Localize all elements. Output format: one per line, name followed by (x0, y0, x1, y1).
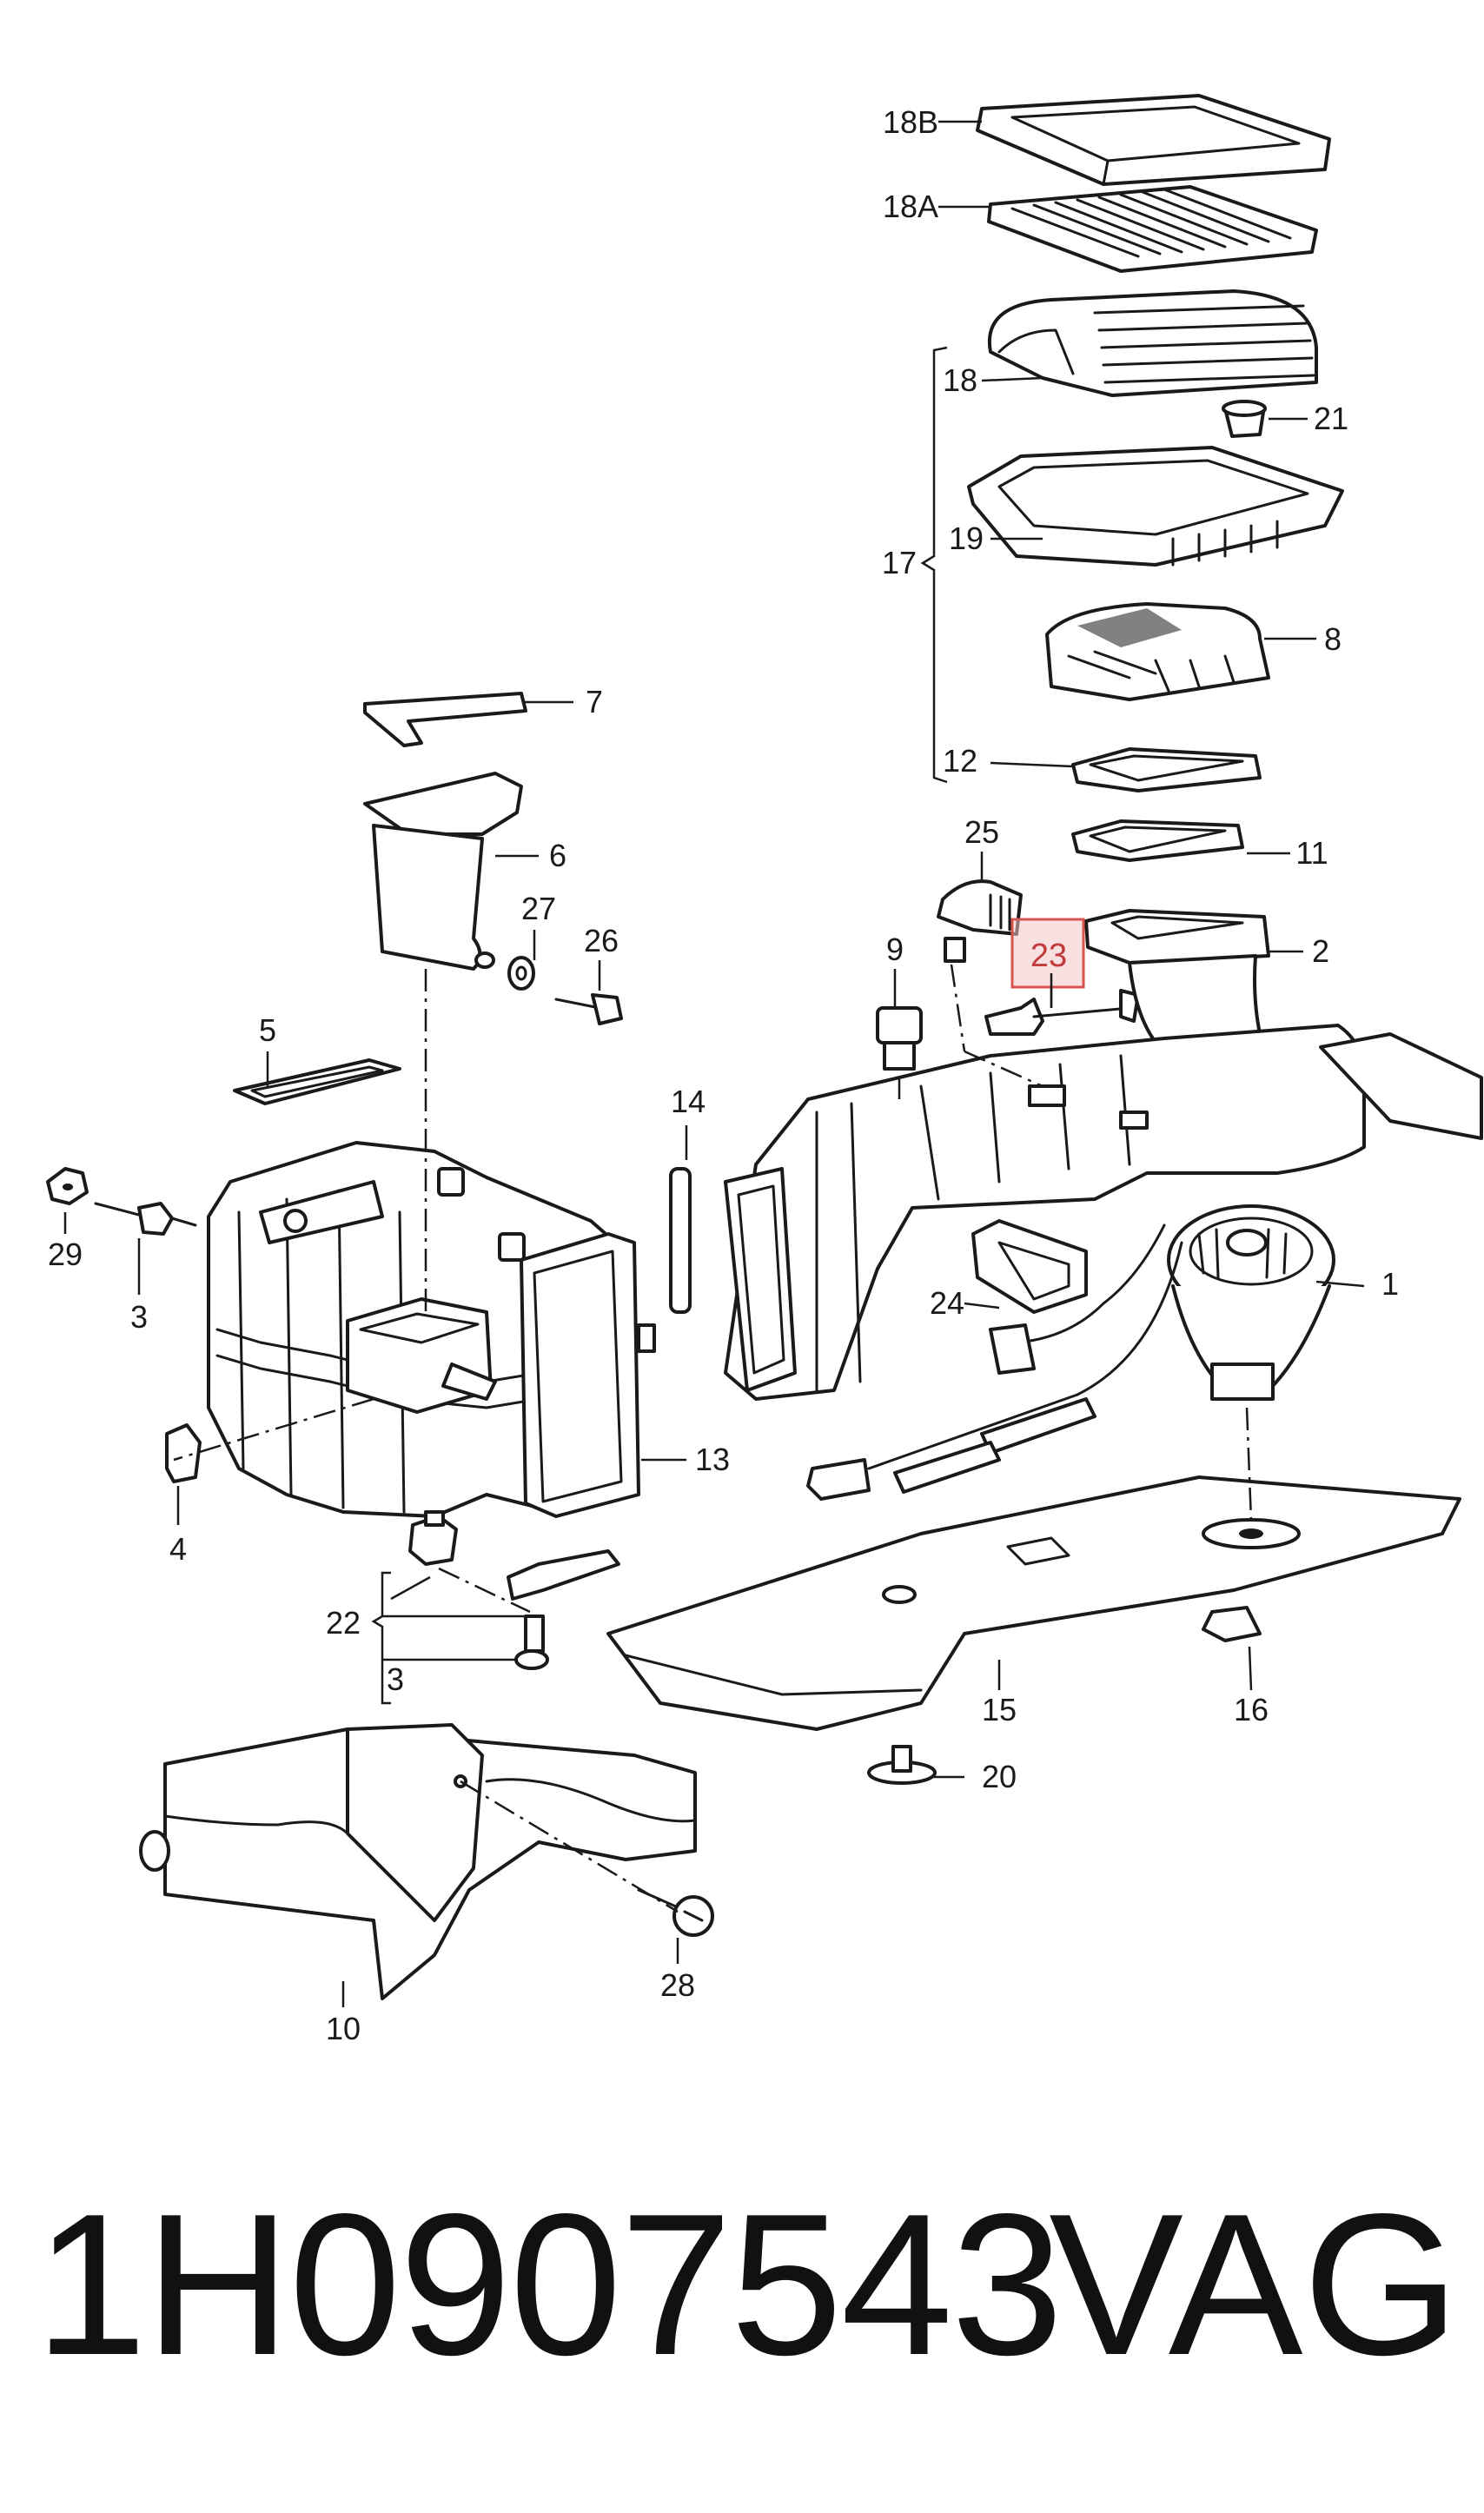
callout-19: 19 (949, 521, 984, 556)
part-1-blower-motor (1167, 1204, 1335, 1401)
callout-1: 1 (1381, 1266, 1399, 1302)
callout-13: 13 (695, 1442, 730, 1477)
part-11-gasket (1071, 819, 1244, 862)
callout-2: 2 (1312, 933, 1329, 969)
group-brackets (371, 346, 948, 1705)
part-10-rear-footwell-duct (139, 1723, 697, 2000)
callout-10: 10 (326, 2011, 361, 2046)
callout-18: 18 (943, 362, 977, 398)
callout-18a: 18A (883, 189, 938, 224)
part-13-front-frame (520, 1232, 656, 1518)
part-24-series-resistor (971, 1219, 1088, 1314)
callout-15: 15 (982, 1692, 1017, 1727)
part-12-gasket (1071, 747, 1262, 792)
part-5-gasket (233, 1058, 401, 1105)
part-8-grille (1045, 602, 1270, 701)
callout-12: 12 (943, 743, 977, 779)
part-18a-pollen-filter (987, 185, 1318, 273)
callout-18b: 18B (883, 104, 938, 140)
part-18-intake-cover (987, 289, 1318, 397)
callout-24: 24 (930, 1285, 964, 1321)
part-20-fastener (867, 1745, 937, 1785)
callout-8: 8 (1324, 621, 1342, 657)
callout-6: 6 (549, 838, 566, 873)
part-15-floor-duct (606, 1475, 1461, 1731)
part-14-foam-strip (669, 1167, 692, 1314)
callout-23: 23 (1030, 938, 1067, 974)
highlight-part-23: 23 (1010, 918, 1085, 1008)
assembly-lines (173, 964, 1253, 1913)
part-heater-box (207, 1141, 627, 1518)
part-23-flap-servo (984, 989, 1140, 1036)
part-18b-filter-frame (976, 94, 1331, 186)
part-16-clip (1202, 1606, 1262, 1642)
part-4-clip (165, 1423, 202, 1483)
callout-11: 11 (1295, 835, 1328, 871)
part-28-screw (637, 1888, 714, 1937)
callout-5: 5 (259, 1012, 276, 1048)
part-3-screw-upper (94, 1202, 197, 1236)
part-22-valve (408, 1510, 620, 1601)
callout-4: 4 (169, 1531, 187, 1567)
part-3-screw-lower (514, 1615, 549, 1670)
part-26-screw (554, 993, 623, 1025)
callout-21: 21 (1314, 401, 1348, 436)
part-wiring-harness (806, 1223, 1183, 1501)
part-main-distributor-housing (724, 1024, 1483, 1401)
part-6-air-duct (363, 772, 523, 971)
callout-17: 17 (882, 545, 917, 580)
brand-name: VAG (1049, 2172, 1460, 2397)
callout-labels: 18B 18A 18 21 17 19 8 12 11 25 2 9 1 24 … (48, 104, 1399, 2046)
callout-9: 9 (886, 932, 904, 967)
part-29-nut (46, 1167, 89, 1205)
callout-27: 27 (521, 891, 556, 926)
callout-3-lower: 3 (387, 1661, 404, 1697)
callout-25: 25 (964, 814, 999, 850)
callout-7: 7 (586, 684, 603, 719)
callout-29: 29 (48, 1237, 83, 1272)
part-9-sensor (876, 1006, 923, 1071)
part-7-seal (363, 692, 527, 747)
part-number: 1H0907543 (35, 2172, 1063, 2397)
part-21-nut (1222, 400, 1267, 438)
part-19-intake-housing (967, 446, 1344, 567)
part-27-washer (507, 956, 535, 991)
part-25-flap (937, 879, 1023, 936)
part-small-screw (944, 937, 966, 963)
callout-28: 28 (660, 1967, 695, 2003)
callout-3-upper: 3 (130, 1299, 148, 1335)
callout-16: 16 (1234, 1692, 1269, 1727)
callout-14: 14 (671, 1084, 706, 1119)
part-number-footer: 1H0907543 VAG (35, 2172, 1460, 2398)
callout-20: 20 (982, 1759, 1017, 1794)
callout-22: 22 (326, 1605, 361, 1641)
callout-26: 26 (584, 923, 619, 958)
